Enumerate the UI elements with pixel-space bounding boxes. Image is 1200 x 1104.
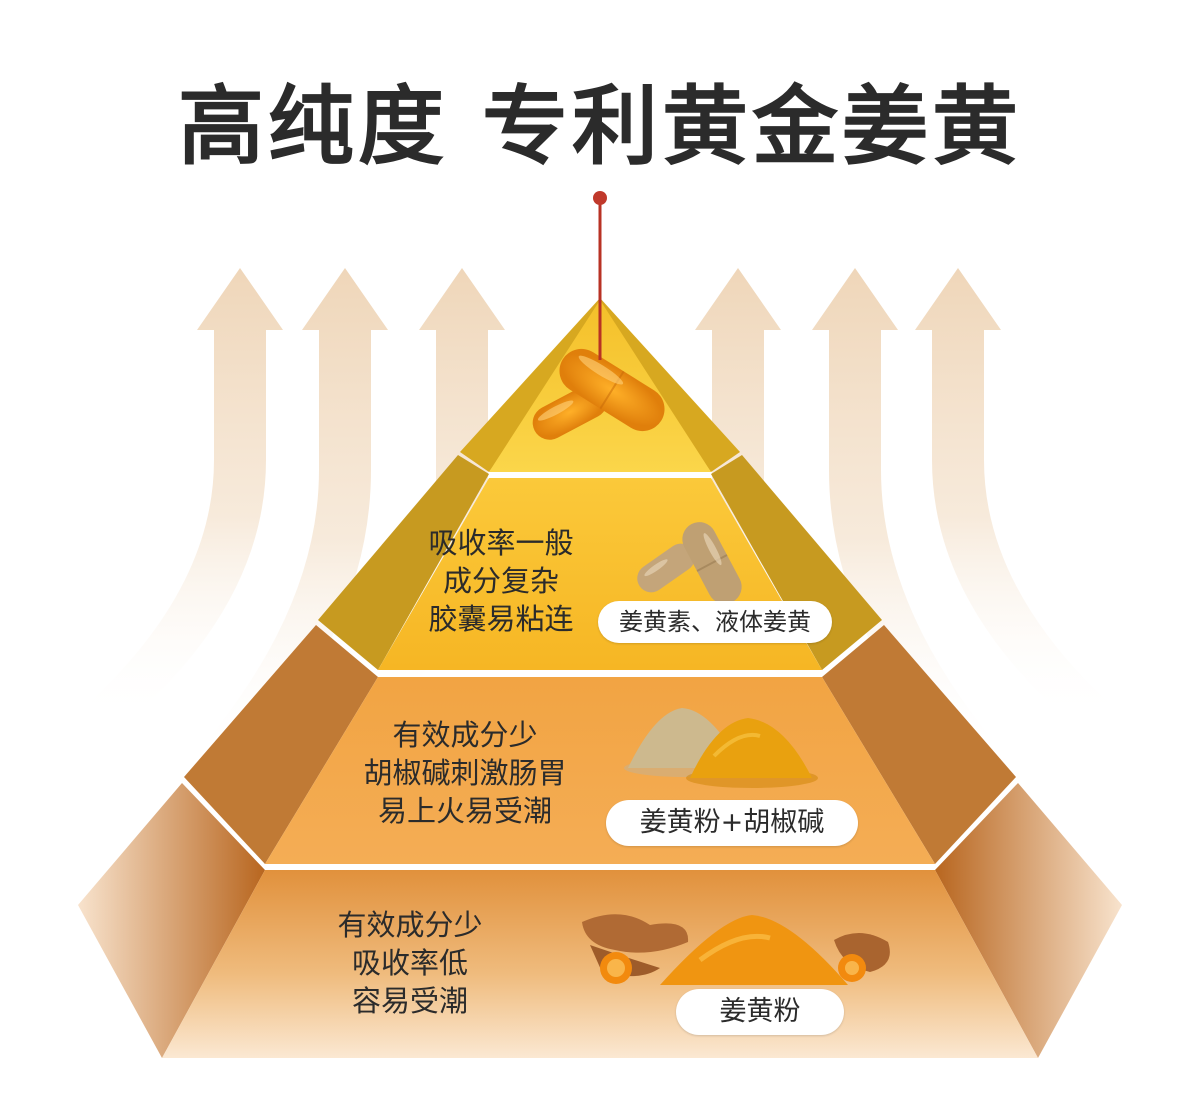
arrow-right-1 bbox=[915, 268, 1128, 720]
tier-top-side-left bbox=[460, 298, 600, 472]
tier-base-line-3: 容易受潮 bbox=[351, 984, 468, 1018]
tier-top-side-right bbox=[600, 298, 740, 472]
tier-base-line-1: 有效成分少 bbox=[337, 908, 483, 942]
tier-third-line-3: 易上火易受潮 bbox=[377, 794, 552, 828]
tier-third-line-1: 有效成分少 bbox=[392, 718, 538, 752]
powder-piles-image bbox=[624, 708, 818, 788]
arrow-left-2 bbox=[190, 268, 388, 760]
capsule-large bbox=[559, 348, 665, 432]
beige-capsules-image bbox=[637, 522, 742, 604]
tier-third-side-right bbox=[822, 625, 1016, 864]
tier-second-line-3: 胶囊易粘连 bbox=[428, 602, 574, 636]
top-pin bbox=[593, 191, 607, 360]
tier-second-side-left bbox=[318, 455, 489, 670]
tier-third-description: 有效成分少 胡椒碱刺激肠胃 易上火易受潮 bbox=[340, 716, 590, 830]
tier-third-side-left bbox=[184, 625, 378, 864]
tier-second-side-right bbox=[711, 455, 882, 670]
tier-second-line-1: 吸收率一般 bbox=[428, 526, 574, 560]
tier-third-line-2: 胡椒碱刺激肠胃 bbox=[363, 756, 567, 790]
arrow-left-1 bbox=[70, 268, 283, 720]
tier-base-side-right bbox=[935, 783, 1122, 1058]
tier-second-label: 姜黄素、液体姜黄 bbox=[598, 601, 832, 643]
tier-base-side-left bbox=[78, 783, 265, 1058]
turmeric-root-and-powder-image bbox=[582, 914, 890, 985]
tier-base-line-2: 吸收率低 bbox=[351, 946, 468, 980]
tier-base-description: 有效成分少 吸收率低 容易受潮 bbox=[310, 906, 510, 1020]
tier-second-description: 吸收率一般 成分复杂 胶囊易粘连 bbox=[396, 524, 606, 638]
tier-third-label: 姜黄粉+胡椒碱 bbox=[606, 800, 858, 846]
tier-second-line-2: 成分复杂 bbox=[442, 564, 559, 598]
tier-base-label: 姜黄粉 bbox=[676, 989, 844, 1035]
page-title: 高纯度 专利黄金姜黄 bbox=[178, 77, 1022, 177]
turmeric-capsules-image bbox=[532, 348, 665, 440]
arrow-right-2 bbox=[812, 268, 1010, 760]
